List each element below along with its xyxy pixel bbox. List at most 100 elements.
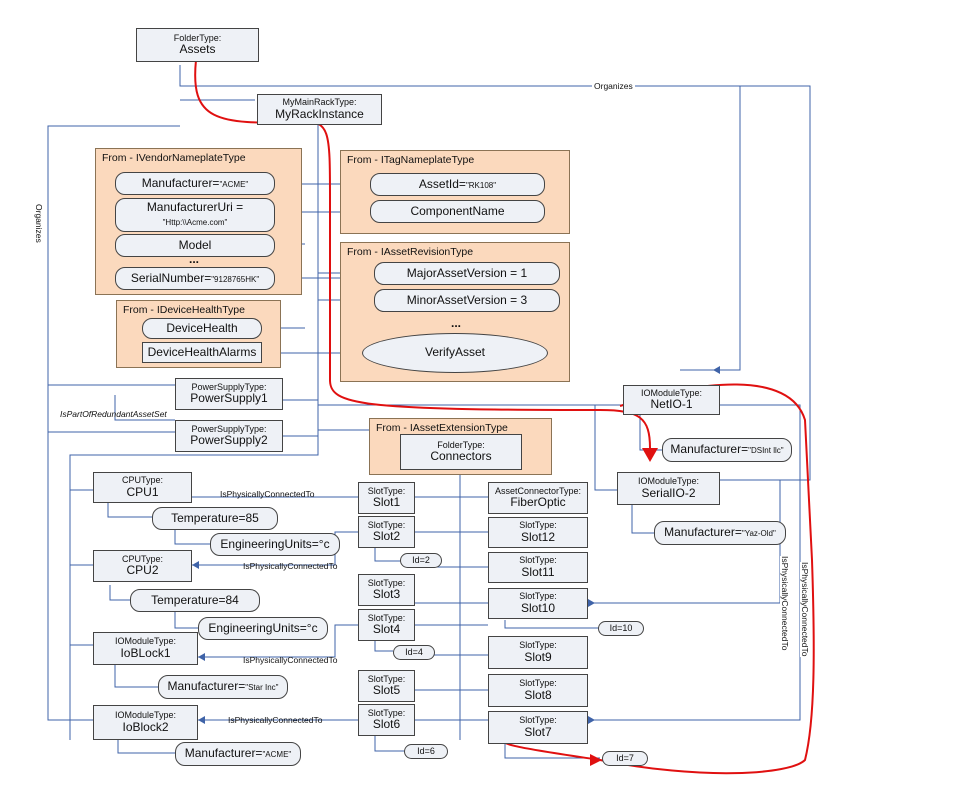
node-my-rack[interactable]: MyMainRackType: MyRackInstance [257,94,382,125]
node-power-supply-2[interactable]: PowerSupplyType: PowerSupply2 [175,420,283,452]
node-name: Id=7 [616,753,634,764]
node-serialio-manufacturer[interactable]: Manufacturer="Yaz-Old" [654,521,786,545]
label-organizes-left: Organizes [34,204,44,243]
node-type: IOModuleType: [637,476,700,487]
node-name: Manufacturer="DSInt llc" [670,442,784,457]
node-ioblock2-manufacturer[interactable]: Manufacturer="ACME" [175,742,301,766]
organizes-line-right [600,85,811,481]
node-cpu2-units[interactable]: EngineeringUnits=°c [198,617,328,640]
node-name: Assets [179,42,216,57]
highlight-arrow-netio [642,448,658,462]
node-name: Slot10 [520,600,556,615]
node-fiber-optic[interactable]: AssetConnectorType: FiberOptic [488,482,588,514]
node-slot5[interactable]: SlotType: Slot5 [358,670,415,702]
rack-trunk [69,124,319,740]
node-connectors[interactable]: FolderType: Connectors [400,434,522,470]
node-name: Id=4 [405,647,423,658]
node-slot12[interactable]: SlotType: Slot12 [488,517,588,548]
node-cpu1-units[interactable]: EngineeringUnits=°c [210,533,340,556]
node-name: Manufacturer="ACME" [184,746,292,761]
node-slot4-id[interactable]: Id=4 [393,645,435,660]
node-ioblock1[interactable]: IOModuleType: IoBLock1 [93,632,198,665]
label-connected-ioblock2: IsPhysicallyConnectedTo [228,715,323,725]
node-type: SlotType: [367,707,406,718]
node-device-health[interactable]: DeviceHealth [142,318,262,339]
label-connected-netio: IsPhysicallyConnectedTo [800,562,810,657]
node-type: FolderType: [173,32,222,43]
node-slot2-id[interactable]: Id=2 [400,553,442,568]
label-redundant-asset-set: IsPartOfRedundantAssetSet [60,409,167,419]
node-slot11[interactable]: SlotType: Slot11 [488,552,588,583]
node-name: CPU2 [126,563,159,578]
node-slot10-id[interactable]: Id=10 [598,621,644,636]
node-ioblock2[interactable]: IOModuleType: IoBlock2 [93,705,198,740]
node-name: FiberOptic [510,495,566,510]
node-name: AssetId="RK108" [418,176,497,191]
node-cpu2-temp[interactable]: Temperature=84 [130,589,260,612]
node-slot2[interactable]: SlotType: Slot2 [358,516,415,548]
node-manufacturer-uri[interactable]: ManufacturerUri = "Http:\\Acme.com" [115,198,275,232]
node-slot4[interactable]: SlotType: Slot4 [358,609,415,641]
node-type: IOModuleType: [114,636,177,647]
ellipsis-revision: ... [451,316,462,330]
node-name: IoBLock1 [120,645,171,660]
node-name: Slot5 [372,683,401,698]
node-component-name[interactable]: ComponentName [370,200,545,223]
node-name: Manufacturer="Star Inc" [167,679,279,694]
node-assets[interactable]: FolderType: Assets [136,28,259,62]
node-name: Id=6 [417,746,435,757]
node-type: AssetConnectorType: [494,485,582,496]
label-connected-cpu1: IsPhysicallyConnectedTo [220,489,315,499]
node-slot8[interactable]: SlotType: Slot8 [488,674,588,707]
node-name: CPU1 [126,484,159,499]
node-type: MyMainRackType: [282,97,357,108]
node-type: SlotType: [519,640,557,651]
node-name: Model [178,237,212,252]
node-slot3[interactable]: SlotType: Slot3 [358,574,415,606]
node-name: MinorAssetVersion = 3 [406,292,528,307]
node-slot10[interactable]: SlotType: Slot10 [488,588,588,619]
highlight-path-slot7 [498,383,815,775]
highlight-arrow-id7 [590,754,602,766]
node-asset-id[interactable]: AssetId="RK108" [370,173,545,196]
node-netio-manufacturer[interactable]: Manufacturer="DSInt llc" [662,438,792,462]
node-name: SerialNumber="9128765HK" [130,270,260,285]
node-manufacturer[interactable]: Manufacturer="ACME" [115,172,275,195]
node-name: IoBlock2 [122,719,169,734]
node-name: Manufacturer="Yaz-Old" [664,525,776,540]
node-slot7-id[interactable]: Id=7 [602,751,648,766]
node-cpu2[interactable]: CPUType: CPU2 [93,550,192,582]
node-type: CPUType: [121,475,163,486]
node-verify-asset[interactable]: VerifyAsset [362,333,548,373]
node-cpu1-temp[interactable]: Temperature=85 [152,507,278,530]
group-title: From - IAssetExtensionType [376,422,508,434]
node-netio[interactable]: IOModuleType: NetIO-1 [623,385,720,415]
node-serial-number[interactable]: SerialNumber="9128765HK" [115,267,275,290]
node-name: Slot3 [372,587,401,602]
node-type: SlotType: [519,555,557,566]
node-name: DeviceHealth [166,320,238,335]
node-name: Slot4 [372,622,401,637]
node-name: Manufacturer="ACME" [141,175,249,190]
node-type: PowerSupplyType: [191,381,267,392]
node-type: SlotType: [367,612,406,623]
node-cpu1[interactable]: CPUType: CPU1 [93,472,192,503]
node-slot6[interactable]: SlotType: Slot6 [358,704,415,736]
node-slot7[interactable]: SlotType: Slot7 [488,711,588,744]
node-ioblock1-manufacturer[interactable]: Manufacturer="Star Inc" [158,675,288,699]
node-model[interactable]: Model [115,234,275,257]
node-type: PowerSupplyType: [191,423,267,434]
node-name: Slot9 [524,649,552,664]
node-type: SlotType: [367,577,406,588]
node-slot9[interactable]: SlotType: Slot9 [488,636,588,669]
node-major-version[interactable]: MajorAssetVersion = 1 [374,262,560,285]
node-slot1[interactable]: SlotType: Slot1 [358,482,415,514]
node-serialio[interactable]: IOModuleType: SerialIO-2 [617,472,720,505]
node-power-supply-1[interactable]: PowerSupplyType: PowerSupply1 [175,378,283,410]
node-device-health-alarms[interactable]: DeviceHealthAlarms [142,342,262,363]
node-minor-version[interactable]: MinorAssetVersion = 3 [374,289,560,312]
node-value: "Http:\\Acme.com" [162,218,228,227]
node-slot6-id[interactable]: Id=6 [404,744,448,759]
